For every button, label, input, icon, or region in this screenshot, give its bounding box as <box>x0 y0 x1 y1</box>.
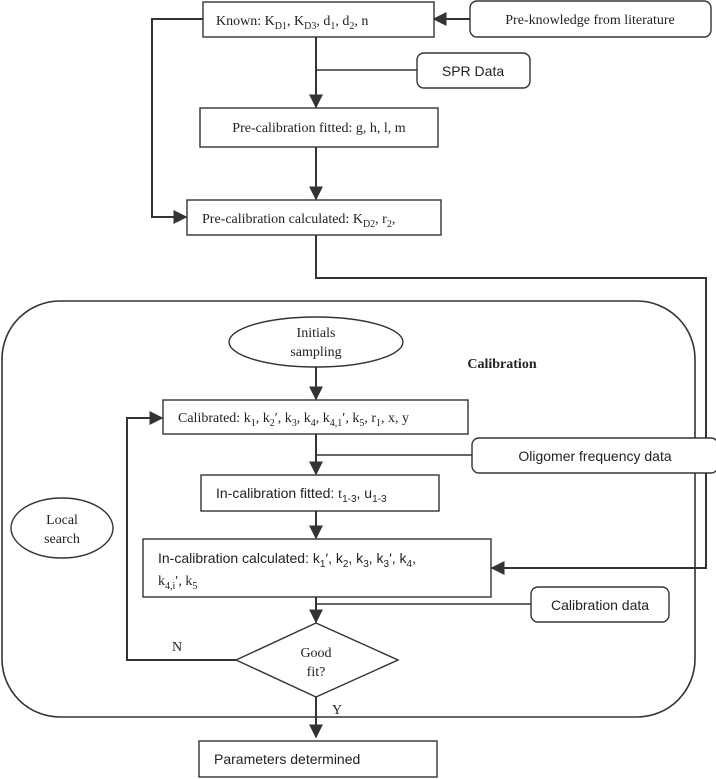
known-text: Known: KD1, KD3, d1, d2, n <box>216 14 368 32</box>
arrow-precalc-to-incalc <box>315 235 707 575</box>
spr-data-text: SPR Data <box>442 63 504 79</box>
calibration-data-text: Calibration data <box>551 597 649 613</box>
calibration-data-box <box>530 586 670 623</box>
in-calibration-calculated-box <box>142 538 492 598</box>
calibrated-text: Calibrated: k1, k2′, k3, k4, k4,1′, k5, … <box>178 411 409 429</box>
calibrated-box <box>162 399 469 435</box>
arrow-known-to-precalc <box>151 18 203 224</box>
in-calibration-fitted-text: In-calibration fitted: t1-3, u1-3 <box>216 485 387 505</box>
in-calibration-fitted-box <box>200 474 440 512</box>
in-calibration-calculated-text-1: In-calibration calculated: k1′, k2, k3, … <box>158 550 416 570</box>
pre-calibration-fitted-box <box>199 107 439 148</box>
oligomer-frequency-data-text: Oligomer frequency data <box>518 448 672 464</box>
in-calibration-calculated-text-2: k4,i′, k5 <box>158 574 197 592</box>
pre-calibration-calculated-text: Pre-calibration calculated: KD2, r2, <box>202 212 395 230</box>
local-search-text-2: search <box>44 532 80 547</box>
parameters-determined-box <box>198 740 438 778</box>
pre-calibration-calculated-box <box>186 199 442 236</box>
pre-knowledge-box <box>469 0 712 38</box>
good-fit-text-1: Good <box>300 646 331 661</box>
oligomer-frequency-data-box <box>471 437 716 474</box>
good-fit-text-2: fit? <box>307 665 326 680</box>
known-box <box>202 1 435 38</box>
arrow-no-loop <box>126 411 236 661</box>
initials-sampling-ellipse <box>228 316 404 368</box>
initials-sampling-text-1: Initials <box>297 326 336 341</box>
good-fit-diamond <box>234 622 400 698</box>
calibration-title: Calibration <box>467 357 536 372</box>
local-search-ellipse <box>10 497 114 559</box>
pre-calibration-fitted-text: Pre-calibration fitted: g, h, l, m <box>232 121 406 136</box>
local-search-text-1: Local <box>46 513 78 528</box>
parameters-determined-text: Parameters determined <box>214 751 360 767</box>
calibration-container <box>1 300 696 718</box>
no-label: N <box>172 640 182 655</box>
initials-sampling-text-2: sampling <box>290 345 341 360</box>
spr-data-box <box>416 52 531 89</box>
yes-label: Y <box>332 703 342 718</box>
pre-knowledge-text: Pre-knowledge from literature <box>505 13 675 28</box>
